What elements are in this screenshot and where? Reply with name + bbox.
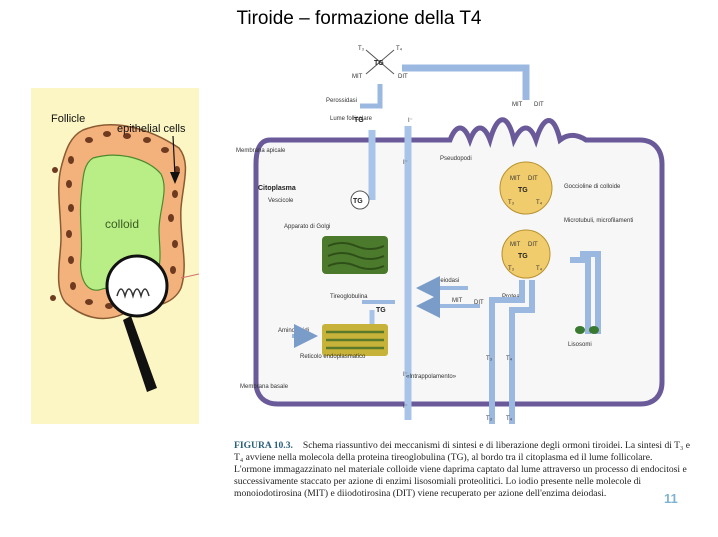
svg-text:MIT: MIT (510, 176, 521, 182)
pseudopodi-label: Pseudopodi (440, 156, 472, 162)
svg-text:TG: TG (353, 198, 363, 205)
colloid-droplet-2 (501, 229, 551, 279)
lisosomi-label: Lisosomi (568, 342, 592, 348)
svg-text:T₄: T₄ (536, 266, 543, 272)
reticolo-label: Reticolo endoplasmatico (300, 354, 366, 360)
caption-text: Schema riassuntivo dei meccanismi di sin… (234, 440, 691, 499)
svg-text:T₄: T₄ (536, 200, 543, 206)
svg-text:T₄: T₄ (396, 46, 403, 52)
svg-text:I⁻: I⁻ (403, 160, 408, 166)
vescicole-label: Vescicole (268, 198, 294, 204)
intrappolamento-label: «Intrappolamento» (406, 374, 457, 380)
svg-text:DIT: DIT (528, 242, 538, 248)
svg-text:T₃: T₃ (508, 200, 515, 206)
svg-text:I⁻: I⁻ (403, 372, 408, 378)
svg-text:DIT: DIT (474, 300, 484, 306)
svg-text:T₄: T₄ (506, 356, 513, 362)
follicle-label: Follicle (51, 113, 85, 125)
slide-title: Tiroide – formazione della T4 (236, 8, 482, 29)
svg-text:TG: TG (374, 60, 384, 67)
membrana-basale-label: Membrana basale (240, 384, 289, 390)
svg-text:MIT: MIT (452, 298, 463, 304)
colloid-label: colloid (105, 217, 139, 231)
svg-text:DIT: DIT (534, 102, 544, 108)
synthesis-cross: T₃ T₄ TG MIT DIT (352, 46, 408, 80)
lume-label: Lume follicolare (330, 116, 373, 122)
svg-text:T₃: T₃ (508, 266, 515, 272)
amino-acidi-label: Amino acidi (278, 328, 309, 334)
cell-membrane (253, 117, 665, 407)
membrana-apicale-label: Membrana apicale (236, 148, 286, 154)
cell-nuclei (50, 131, 180, 309)
svg-text:TG: TG (518, 253, 528, 260)
tireoglobulina-label: Tireoglobulina (330, 294, 368, 300)
perossidasi-label: Perossidasi (326, 98, 357, 104)
svg-text:MIT: MIT (512, 102, 523, 108)
svg-text:T₃: T₃ (358, 46, 365, 52)
colloid-droplet-1 (499, 161, 553, 215)
microtubuli-label: Microtubuli, microfilamenti (564, 218, 633, 224)
svg-text:I⁻: I⁻ (408, 118, 413, 124)
svg-text:DIT: DIT (528, 176, 538, 182)
svg-text:MIT: MIT (510, 242, 521, 248)
citoplasma-label: Citoplasma (258, 185, 296, 192)
svg-text:T₄: T₄ (506, 416, 513, 422)
epithelial-cells-label: epithelial cells (117, 123, 186, 135)
figure-caption: FIGURA 10.3.Schema riassuntivo dei mecca… (234, 440, 690, 500)
svg-text:I⁻: I⁻ (403, 404, 408, 410)
deiodasi-label: Deiodasi (436, 278, 459, 284)
svg-text:MIT: MIT (352, 74, 363, 80)
svg-text:T₃: T₃ (486, 356, 493, 362)
page-number: 11 (664, 491, 678, 506)
svg-text:TG: TG (376, 307, 386, 314)
svg-text:DIT: DIT (398, 74, 408, 80)
caption-heading: FIGURA 10.3. (234, 440, 293, 451)
follicle-illustration: Follicle epithelial cells colloid (31, 88, 199, 424)
svg-text:TG: TG (354, 117, 364, 124)
goccioline-label: Goccioline di colloide (564, 184, 621, 190)
svg-text:TG: TG (518, 187, 528, 194)
svg-text:T₃: T₃ (486, 416, 493, 422)
golgi-label: Apparato di Golgi (284, 224, 330, 230)
thyroid-cell-diagram: T₃ T₄ TG MIT DIT Perossidasi MIT DIT Lum… (236, 46, 665, 424)
